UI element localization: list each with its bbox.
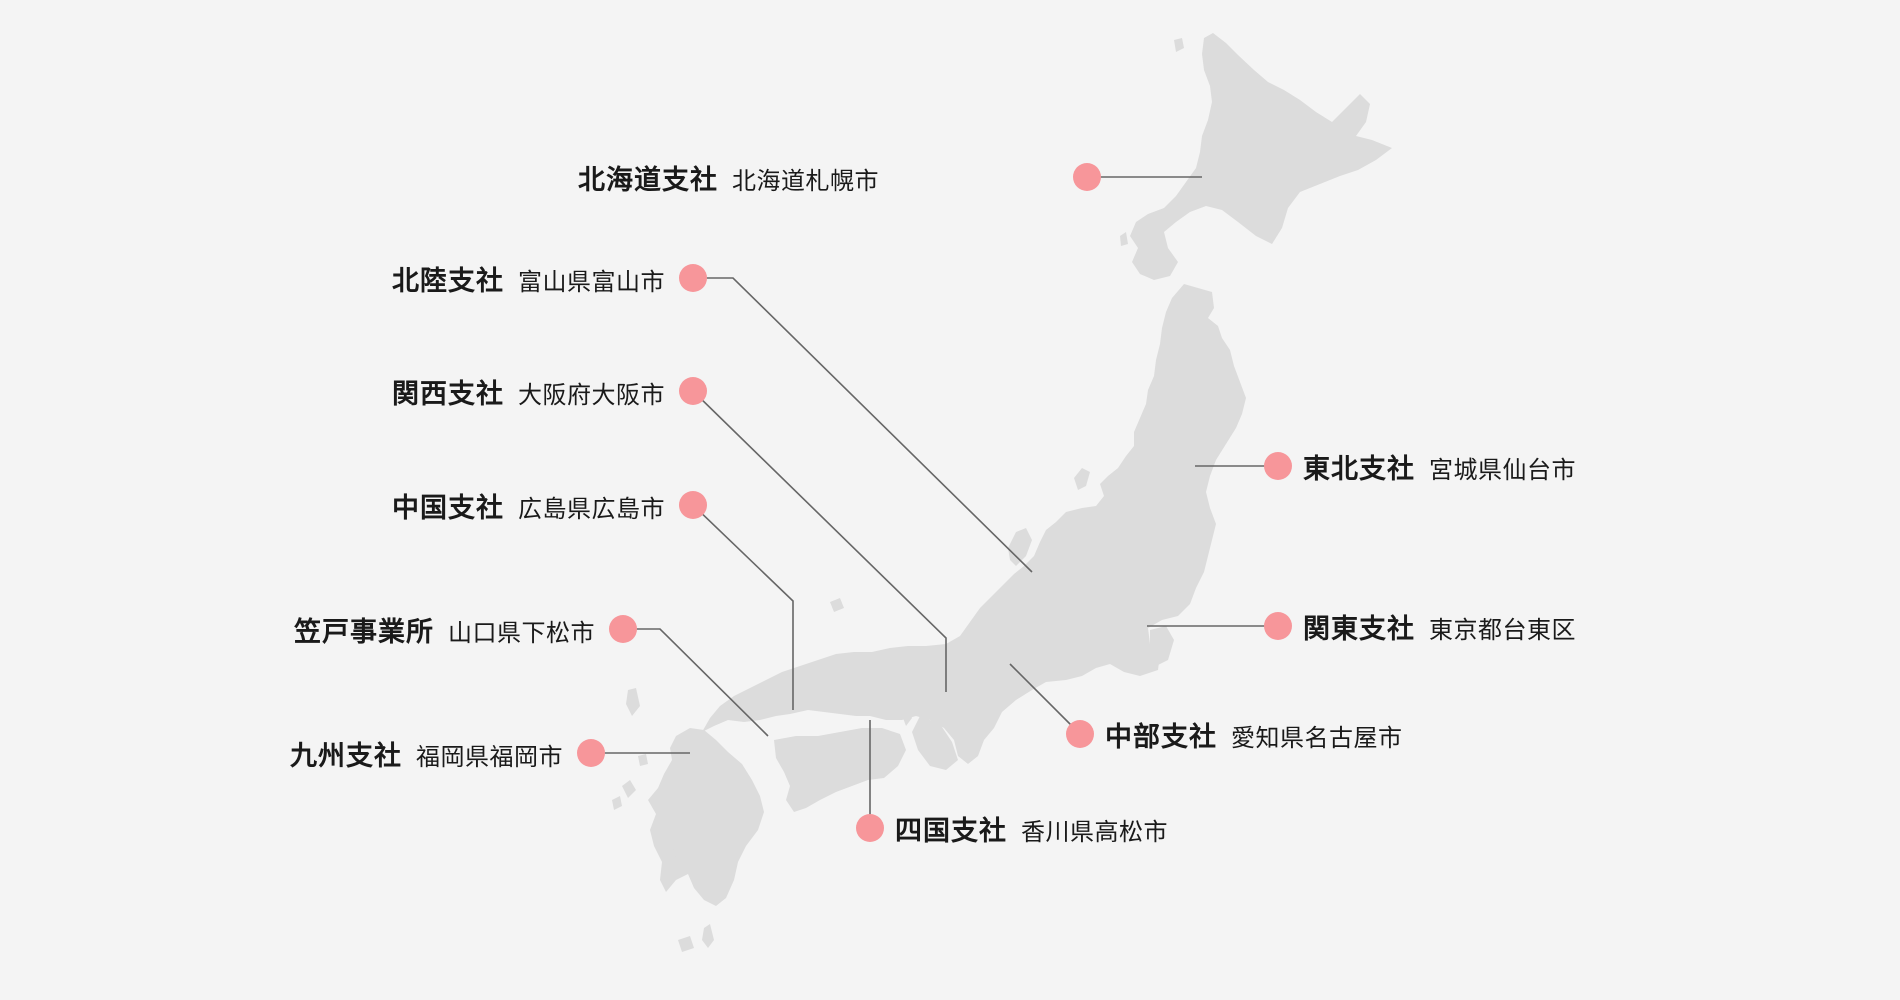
office-name: 北海道支社 bbox=[578, 165, 718, 196]
label-tohoku[interactable]: 東北支社 宮城県仙台市 bbox=[1303, 447, 1576, 486]
chugoku-marker[interactable] bbox=[679, 491, 794, 710]
office-name: 中部支社 bbox=[1105, 722, 1217, 753]
label-kasado[interactable]: 笠戸事業所 山口県下松市 bbox=[294, 610, 595, 649]
chugoku-leader-line bbox=[692, 504, 794, 710]
office-name: 関東支社 bbox=[1303, 614, 1415, 645]
hokkaido-marker-dot[interactable] bbox=[1073, 163, 1101, 191]
office-city: 福岡県福岡市 bbox=[416, 743, 563, 771]
okushiri-island bbox=[1120, 232, 1128, 246]
kyushu-marker[interactable] bbox=[577, 739, 690, 767]
kansai-marker[interactable] bbox=[679, 377, 947, 692]
kii-peninsula bbox=[912, 716, 958, 770]
tohoku-marker-dot[interactable] bbox=[1264, 452, 1292, 480]
office-city: 富山県富山市 bbox=[518, 268, 665, 296]
kanto-marker-dot[interactable] bbox=[1264, 612, 1292, 640]
office-name: 東北支社 bbox=[1303, 454, 1415, 485]
office-name: 関西支社 bbox=[392, 379, 504, 410]
office-name: 中国支社 bbox=[392, 493, 504, 524]
kansai-leader-line bbox=[692, 390, 947, 692]
label-chubu[interactable]: 中部支社 愛知県名古屋市 bbox=[1105, 715, 1403, 754]
office-city: 山口県下松市 bbox=[448, 619, 595, 647]
office-city: 香川県高松市 bbox=[1021, 818, 1168, 846]
office-name: 北陸支社 bbox=[392, 266, 504, 297]
kanto-marker[interactable] bbox=[1147, 612, 1292, 640]
office-name: 笠戸事業所 bbox=[294, 617, 434, 648]
kasado-marker-dot[interactable] bbox=[609, 615, 637, 643]
amakusa-islands bbox=[672, 840, 684, 858]
chubu-leader-line bbox=[1009, 663, 1081, 735]
tsushima-island bbox=[626, 688, 640, 716]
hokkaido-island bbox=[1130, 33, 1392, 280]
kyushu-marker-dot[interactable] bbox=[577, 739, 605, 767]
label-hokkaido[interactable]: 北海道支社 北海道札幌市 bbox=[578, 158, 879, 197]
office-city: 大阪府大阪市 bbox=[518, 381, 665, 409]
label-kyushu[interactable]: 九州支社 福岡県福岡市 bbox=[290, 734, 563, 773]
hokkaido-marker[interactable] bbox=[1073, 163, 1202, 191]
awaji-island bbox=[900, 706, 912, 726]
chubu-marker[interactable] bbox=[1009, 663, 1094, 748]
honshu-island bbox=[702, 284, 1246, 764]
shikoku-island bbox=[774, 728, 906, 812]
office-city: 広島県広島市 bbox=[518, 495, 665, 523]
office-name: 四国支社 bbox=[895, 816, 1007, 847]
label-hokuriku[interactable]: 北陸支社 富山県富山市 bbox=[392, 259, 665, 298]
label-kansai[interactable]: 関西支社 大阪府大阪市 bbox=[392, 372, 665, 411]
oki-islands bbox=[830, 598, 844, 612]
office-city: 北海道札幌市 bbox=[732, 167, 879, 195]
tanegashima-island bbox=[702, 924, 714, 948]
hokuriku-leader-line bbox=[693, 277, 1033, 573]
chubu-marker-dot[interactable] bbox=[1066, 720, 1094, 748]
kasado-marker[interactable] bbox=[609, 615, 769, 737]
goto-islands bbox=[612, 780, 636, 810]
yakushima-island bbox=[678, 936, 694, 952]
kansai-marker-dot[interactable] bbox=[679, 377, 707, 405]
office-city: 宮城県仙台市 bbox=[1429, 456, 1576, 484]
shikoku-marker[interactable] bbox=[856, 720, 884, 842]
office-city: 東京都台東区 bbox=[1429, 616, 1576, 644]
noto-peninsula bbox=[1008, 528, 1032, 566]
office-city: 愛知県名古屋市 bbox=[1231, 724, 1403, 752]
sado-island bbox=[1074, 468, 1090, 490]
hokuriku-marker[interactable] bbox=[679, 264, 1033, 573]
label-shikoku[interactable]: 四国支社 香川県高松市 bbox=[895, 809, 1168, 848]
kyushu-island bbox=[648, 728, 764, 906]
iki-island bbox=[638, 754, 648, 766]
shikoku-marker-dot[interactable] bbox=[856, 814, 884, 842]
office-name: 九州支社 bbox=[290, 741, 402, 772]
label-kanto[interactable]: 関東支社 東京都台東区 bbox=[1303, 607, 1576, 646]
tohoku-marker[interactable] bbox=[1195, 452, 1292, 480]
chugoku-marker-dot[interactable] bbox=[679, 491, 707, 519]
boso-peninsula bbox=[1150, 626, 1174, 666]
label-chugoku[interactable]: 中国支社 広島県広島市 bbox=[392, 486, 665, 525]
rishiri-island bbox=[1174, 38, 1184, 52]
hokuriku-marker-dot[interactable] bbox=[679, 264, 707, 292]
